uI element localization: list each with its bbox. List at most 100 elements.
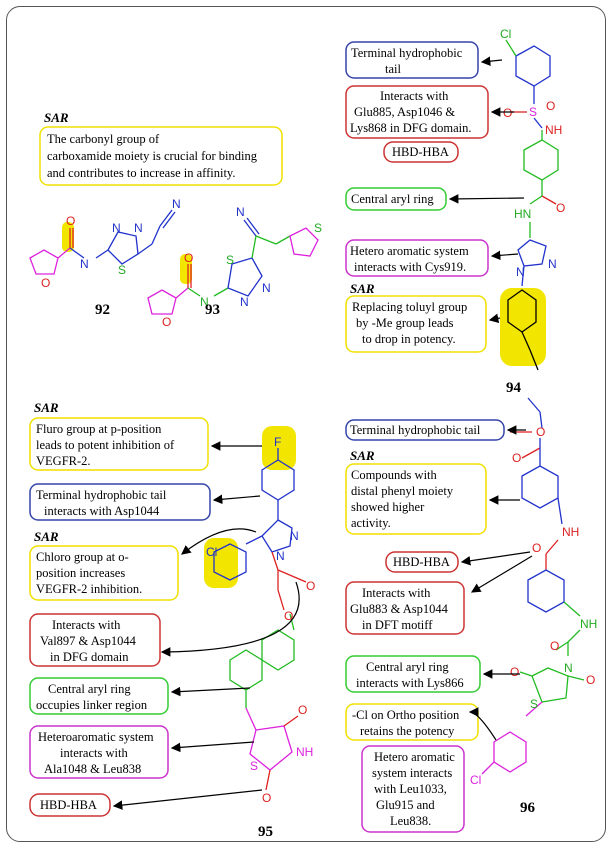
atom-cl: Cl [500, 27, 511, 41]
box-text: VEGFR-2 inhibition. [36, 582, 142, 596]
sar-heading: SAR [44, 110, 69, 125]
box-text: Glu883 & Asp1044 [350, 602, 449, 616]
box-dft [345, 581, 465, 635]
atom-o: O [512, 451, 521, 465]
box-text: activity. [351, 516, 391, 530]
structure-92 [29, 209, 176, 275]
structure-93 [147, 217, 319, 315]
box-ortho-cl [345, 703, 479, 741]
connector-arrows [460, 425, 533, 741]
atom-o: O [556, 201, 565, 215]
atom-n: N [290, 529, 299, 543]
box-text: Lys868 in DFG domain. [350, 121, 472, 135]
box-text: with Leu1033, [374, 782, 447, 796]
panel-92-93: SAR The carbonyl group of carboxamide mo… [29, 110, 322, 329]
atom-nh: NH [296, 745, 313, 759]
box-hetero-aromatic [345, 239, 489, 277]
atom-nh: NH [580, 617, 597, 631]
box-text: Heteroaromatic system [38, 730, 154, 744]
box-text: VEGFR-2. [36, 454, 91, 468]
box-text: in DFT motiff [362, 618, 433, 632]
panel-94: Terminal hydrophobic tail Interacts with… [345, 27, 565, 396]
box-sar-toluyl [345, 295, 487, 353]
box-text: Terminal hydrophobic tail [350, 423, 481, 437]
atom-o: O [284, 609, 293, 623]
box-text: Central aryl ring [351, 192, 434, 206]
box-text: Interacts with [380, 89, 449, 103]
box-text: HBD-HBA [40, 798, 97, 812]
atom-n: N [172, 197, 181, 211]
atom-o: O [66, 214, 75, 228]
box-text: leads to potent inhibition of [36, 438, 175, 452]
box-hetero-aromatic [29, 725, 169, 779]
box-hetero-aromatic [361, 745, 465, 833]
box-text: in DFG domain [50, 650, 129, 664]
box-central-aryl [345, 187, 447, 211]
atom-o: O [41, 276, 50, 290]
atom-o: O [532, 541, 541, 555]
atom-o: O [536, 425, 545, 439]
box-text: showed higher [351, 500, 425, 514]
box-text: HBD-HBA [393, 555, 450, 569]
atom-o: O [510, 665, 519, 679]
atom-s: S [529, 105, 537, 119]
atom-nh: NH [545, 123, 562, 137]
compound-96-label: 96 [520, 800, 536, 816]
box-text: tail [385, 62, 401, 76]
atom-n: N [548, 257, 557, 271]
atom-cl: Cl [470, 773, 481, 787]
atom-s: S [118, 263, 126, 277]
connector-arrows [448, 56, 525, 324]
sar-note-box [39, 126, 283, 186]
sar-heading: SAR [34, 529, 59, 544]
box-text: to drop in potency. [362, 332, 456, 346]
compound-93-label: 93 [205, 302, 220, 318]
figure-frame [6, 6, 606, 842]
atom-s: S [250, 759, 258, 773]
atom-n: N [276, 549, 285, 563]
box-dfg [345, 85, 489, 139]
box-text: Hetero aromatic system [350, 244, 469, 258]
box-hbd-hba [385, 551, 459, 573]
atom-o: O [184, 251, 193, 265]
compound-95-label: 95 [258, 824, 273, 840]
connector-arrows [112, 441, 300, 810]
box-text: position increases [36, 566, 125, 580]
box-fluro [29, 417, 209, 471]
atom-n: N [262, 281, 271, 295]
atom-s: S [226, 253, 234, 267]
box-terminal-tail [345, 41, 479, 79]
box-hbd-hba [383, 141, 459, 163]
box-sar-distal [345, 463, 487, 535]
panel-95: SAR Fluro group at p-position leads to p… [29, 400, 315, 840]
box-central-aryl [29, 677, 169, 715]
box-text: Terminal hydrophobic tail [36, 488, 167, 502]
box-text: Ala1048 & Leu838 [44, 762, 141, 776]
sar-note-line-2: carboxamide moiety is crucial for bindin… [47, 149, 258, 163]
box-text: Glu885, Asp1046 & [354, 105, 455, 119]
box-text: Terminal hydrophobic [351, 46, 463, 60]
box-text: retains the potency [360, 724, 455, 738]
atom-o: O [546, 99, 555, 113]
box-text: interacts with Lys866 [356, 676, 464, 690]
box-terminal-tail [345, 419, 505, 441]
box-text: Fluro group at p-position [36, 422, 162, 436]
sar-heading: SAR [34, 400, 59, 415]
box-text: Hetero aromatic [374, 750, 455, 764]
atom-o: O [503, 106, 512, 120]
box-text: interacts with Asp1044 [44, 504, 160, 518]
box-text: Leu838. [390, 814, 431, 828]
box-text: distal phenyl moiety [351, 484, 454, 498]
box-text: interacts with [60, 746, 128, 760]
atom-s: S [314, 221, 322, 235]
box-text: HBD-HBA [392, 145, 449, 159]
box-text: Compounds with [351, 468, 438, 482]
atom-hn: HN [514, 207, 531, 221]
atom-f: F [274, 435, 281, 449]
atom-o: O [586, 673, 595, 687]
atom-o: O [550, 639, 559, 653]
structure-94 [500, 39, 559, 371]
box-text: Chloro group at o- [36, 550, 129, 564]
atom-n: N [236, 205, 245, 219]
